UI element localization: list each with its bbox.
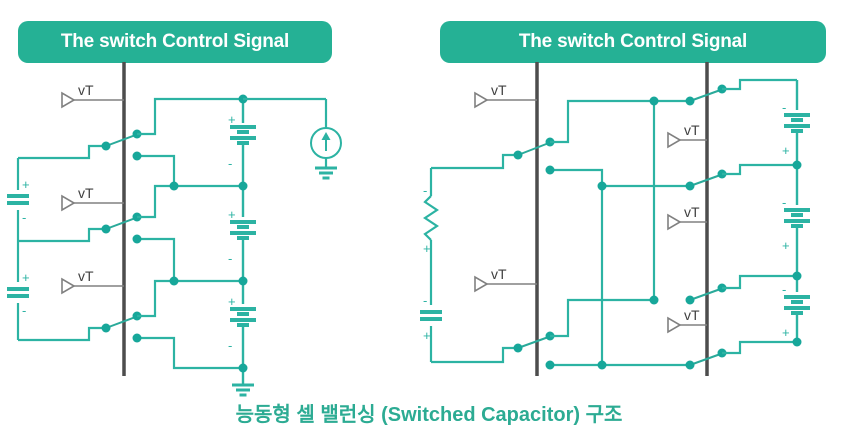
batt-node-2 [238,276,248,286]
r-battery-1-plus: + [782,143,790,158]
r-left-tap-wires [431,153,518,364]
gate-driver-2-label: vT [78,185,94,201]
r-gate-driver-L1: vT [474,82,537,109]
left-diagram: vT vT vT + - [5,62,342,397]
node-dot-a [169,181,179,191]
switch-3[interactable] [101,311,142,333]
r-mid-node-1 [597,181,607,191]
r-left-switch-1[interactable] [513,137,555,160]
gate-driver-1: vT [61,82,124,109]
r-gate-driver-L2-label: vT [491,266,507,282]
capacitor-minus: - [423,293,427,308]
battery-1-minus: - [228,156,232,171]
r-gate-driver-R2-label: vT [684,204,700,220]
battery-3-plus: + [228,294,236,309]
r-batt-node-1 [792,160,802,170]
r-batt-node-3 [792,337,802,347]
r-battery-3-minus: - [782,282,786,297]
left-tap-wires [18,144,106,342]
bus-dot-a [132,151,142,161]
ground-battery-stack [230,383,256,397]
r-right-routing [722,78,797,355]
r-gate-driver-L2: vT [474,266,537,293]
figure-caption: 능동형 셀 밸런싱 (Switched Capacitor) 구조 [235,404,623,426]
source-cell-1: + - [5,158,31,241]
bus-dot-b [132,234,142,244]
r-right-switch-4[interactable] [685,348,727,370]
capacitor-plus: + [423,328,431,343]
r-battery-1-minus: - [782,100,786,115]
batt-node-1 [238,181,248,191]
r-mid-node-4 [649,295,659,305]
source-cell-2: + - [5,241,31,340]
header-label-right: The switch Control Signal [518,31,748,52]
battery-2-minus: - [228,251,232,266]
resistor-minus: - [423,183,427,198]
source-cell-1-minus: - [22,210,26,225]
source-cell-1-plus: + [22,177,30,192]
r-mid-node-3 [649,96,659,106]
battery-1-plus: + [228,112,236,127]
left-right-routing [137,97,243,370]
resistor-symbol [423,195,439,241]
gate-driver-3-label: vT [78,268,94,284]
r-gate-driver-R3-label: vT [684,307,700,323]
r-battery-2-plus: + [782,238,790,253]
r-battery-stack: - + - + - + [782,80,812,347]
r-bus-dot-2 [545,360,555,370]
r-mid-node-2 [597,360,607,370]
r-right-switch-2[interactable] [685,169,727,191]
source-cell-2-plus: + [22,270,30,285]
capacitor-symbol [418,310,444,321]
current-source [243,97,342,180]
battery-3-minus: - [228,338,232,353]
switch-1[interactable] [101,129,142,151]
battery-2-plus: + [228,207,236,222]
header-label-left: The switch Control Signal [60,31,290,52]
r-battery-3-plus: + [782,325,790,340]
r-gate-driver-R3: vT [667,307,707,334]
gate-driver-2: vT [61,185,124,212]
switch-2[interactable] [101,212,142,234]
bus-dot-c [132,333,142,343]
r-middle-routing [550,99,690,367]
gate-driver-3: vT [61,268,124,295]
r-middle-dots [545,96,659,370]
r-bus-dot-1 [545,165,555,175]
header-banner-right: The switch Control Signal [440,21,826,63]
r-left-switch-2[interactable] [513,331,555,353]
r-gate-driver-R1: vT [667,122,707,149]
left-junction-dots [132,151,179,343]
r-gate-driver-R1-label: vT [684,122,700,138]
r-battery-2-minus: - [782,195,786,210]
ground-current-source [313,166,339,180]
header-banner-left: The switch Control Signal [18,21,332,63]
r-batt-node-2 [792,271,802,281]
gate-driver-1-label: vT [78,82,94,98]
source-cell-2-minus: - [22,303,26,318]
right-diagram: vT vT vT vT vT [418,62,812,376]
node-dot-b [169,276,179,286]
r-load-leg: - + - + [418,168,444,362]
resistor-plus: + [423,241,431,256]
batt-node-bottom [238,363,248,373]
r-gate-driver-L1-label: vT [491,82,507,98]
left-battery-stack: + - + - + - [228,94,258,397]
r-gate-driver-R2: vT [667,204,707,231]
